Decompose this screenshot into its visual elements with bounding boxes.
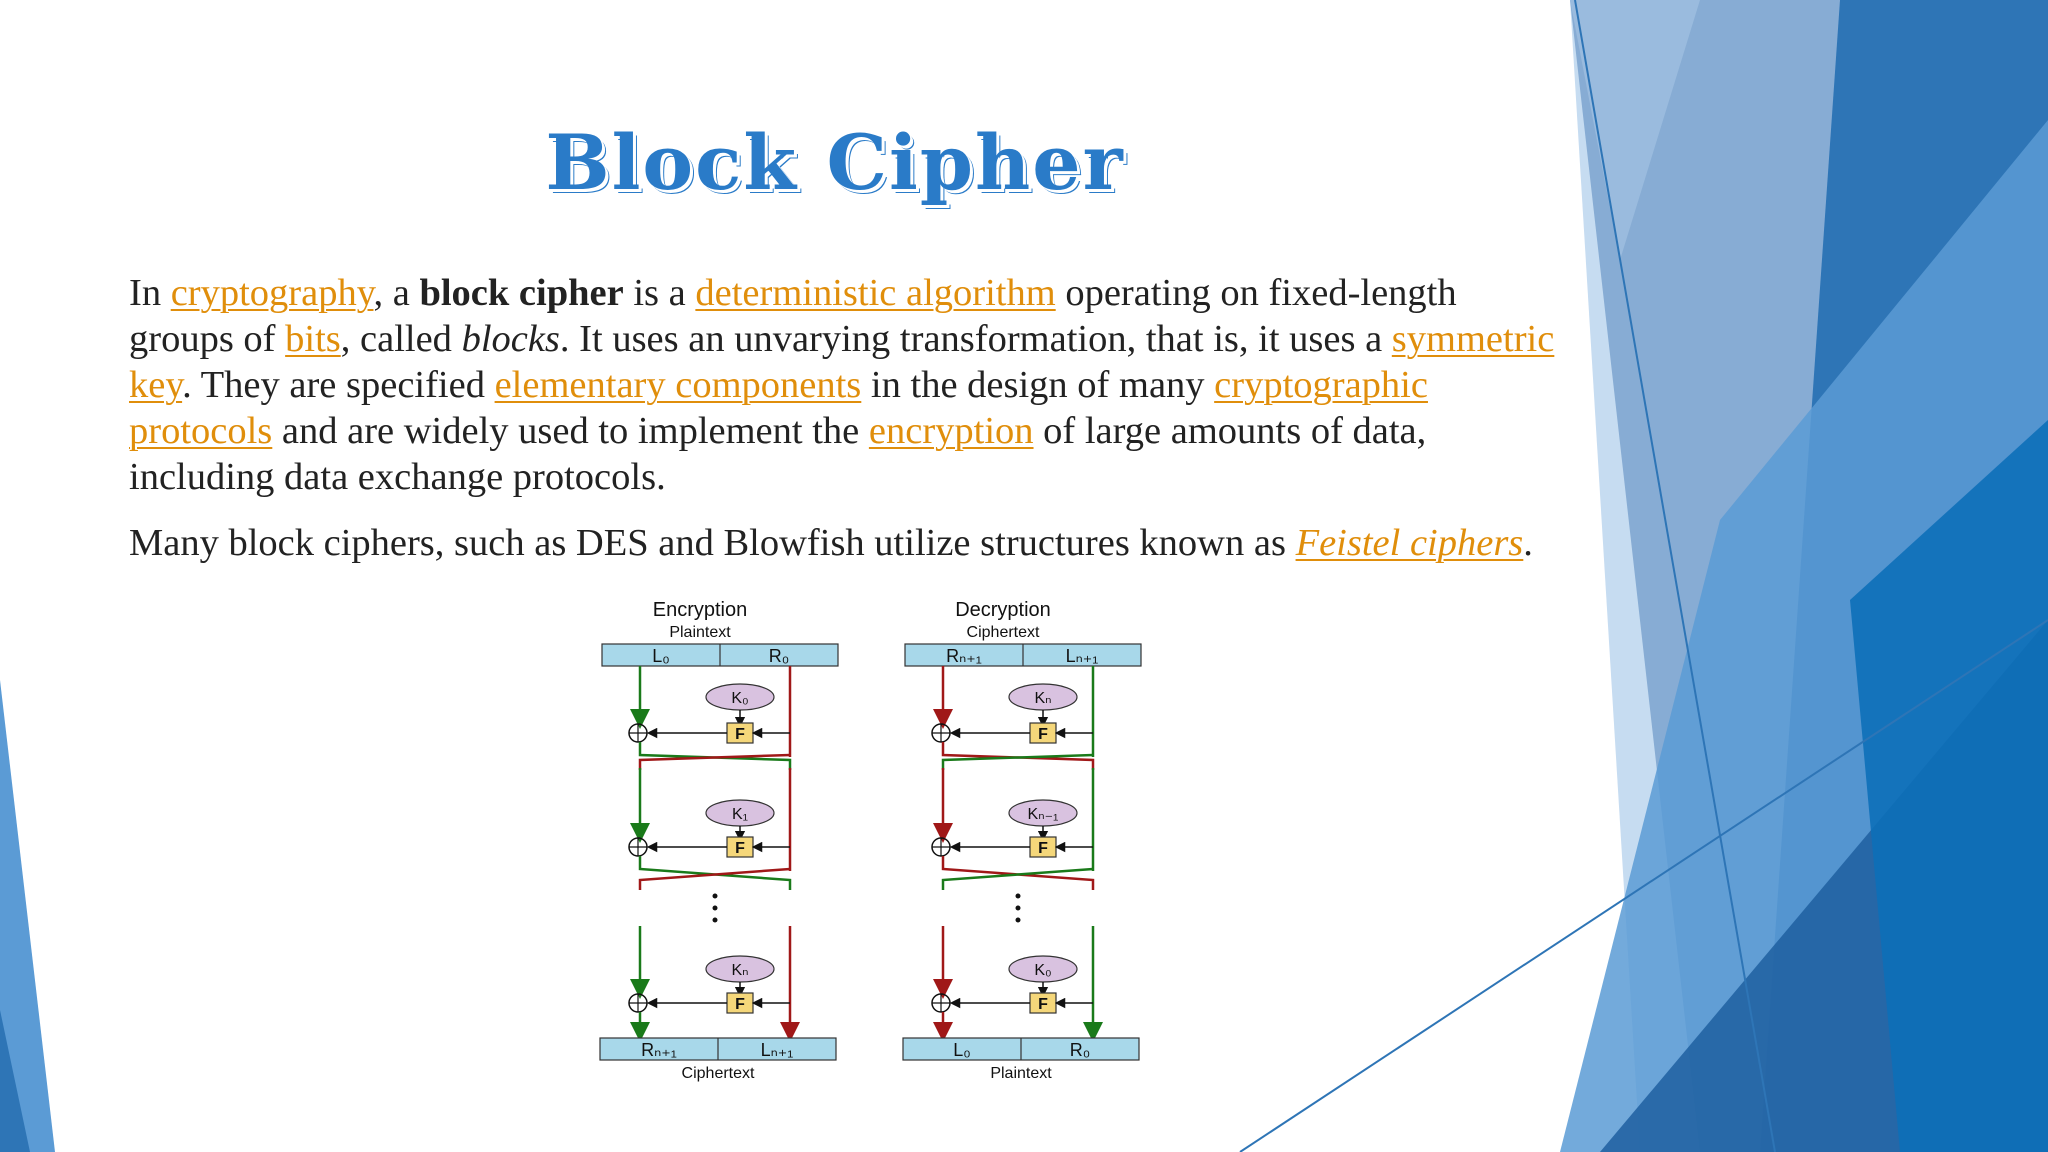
- decryption-output-right-label: R₀: [1070, 1040, 1090, 1060]
- link-cryptography[interactable]: cryptography: [170, 272, 374, 314]
- decryption-cross-left-1: [941, 856, 1095, 890]
- decryption-round-key-label-2: K₀: [1034, 962, 1051, 979]
- encryption-f-label-2: F: [735, 996, 745, 1013]
- encryption-output-left-label: Rₙ₊₁: [641, 1040, 677, 1060]
- encryption-input-left-label: L₀: [652, 646, 669, 666]
- decryption-input-label: Ciphertext: [967, 624, 1040, 641]
- encryption-cross-right-1: [638, 867, 791, 890]
- slide-body: In cryptography, a block cipher is a det…: [129, 270, 1569, 566]
- encryption-round-key-label-2: Kₙ: [731, 962, 748, 979]
- encryption-cross-right-0: [638, 753, 791, 770]
- encryption-f-label-0: F: [735, 726, 745, 743]
- encryption-output-right-label: Lₙ₊₁: [761, 1040, 794, 1060]
- encryption-output-label: Ciphertext: [682, 1065, 755, 1082]
- decryption-cross-right-0: [941, 753, 1094, 770]
- encryption-heading: Encryption: [653, 599, 748, 621]
- link-feistel-ciphers[interactable]: Feistel ciphers: [1295, 522, 1524, 564]
- decryption-round-key-label-0: Kₙ: [1034, 690, 1051, 707]
- link-bits[interactable]: bits: [285, 318, 341, 360]
- encryption-round-key-label-1: K₁: [732, 806, 748, 823]
- encryption-round-key-label-0: K₀: [731, 690, 748, 707]
- encryption-f-label-1: F: [735, 840, 745, 857]
- decryption-f-label-2: F: [1038, 996, 1048, 1013]
- slide-title: Block Cipher: [545, 118, 1125, 207]
- link-elementary-components[interactable]: elementary components: [494, 364, 862, 406]
- encryption-cross-left-1: [638, 856, 792, 890]
- link-symmetric-key[interactable]: symmetric key: [129, 318, 1555, 406]
- decryption-ellipsis-dot-0: [1015, 893, 1021, 899]
- term-block-cipher: block cipher: [419, 272, 624, 314]
- encryption-ellipsis-dot-2: [712, 917, 718, 923]
- paragraph-feistel: Many block ciphers, such as DES and Blow…: [129, 522, 1533, 564]
- link-cryptographic-protocols[interactable]: cryptographic protocols: [129, 364, 1428, 452]
- link-encryption[interactable]: encryption: [868, 410, 1034, 452]
- link-deterministic-algorithm[interactable]: deterministic algorithm: [695, 272, 1056, 314]
- decryption-f-label-1: F: [1038, 840, 1048, 857]
- encryption-input-label: Plaintext: [669, 624, 731, 641]
- term-blocks: blocks: [461, 318, 560, 360]
- decryption-ellipsis-dot-2: [1015, 917, 1021, 923]
- decryption-heading: Decryption: [955, 599, 1051, 621]
- encryption-ellipsis-dot-0: [712, 893, 718, 899]
- encryption-ellipsis-dot-1: [712, 905, 718, 911]
- paragraph-definition: In cryptography, a block cipher is a det…: [129, 272, 1555, 498]
- encryption-input-right-label: R₀: [769, 646, 789, 666]
- decryption-output-label: Plaintext: [990, 1065, 1052, 1082]
- decryption-round-key-label-1: Kₙ₋₁: [1028, 806, 1059, 823]
- decryption-cross-right-1: [941, 867, 1094, 890]
- decryption-output-left-label: L₀: [953, 1040, 970, 1060]
- decryption-ellipsis-dot-1: [1015, 905, 1021, 911]
- decryption-input-right-label: Lₙ₊₁: [1066, 646, 1099, 666]
- decryption-input-left-label: Rₙ₊₁: [946, 646, 982, 666]
- decryption-f-label-0: F: [1038, 726, 1048, 743]
